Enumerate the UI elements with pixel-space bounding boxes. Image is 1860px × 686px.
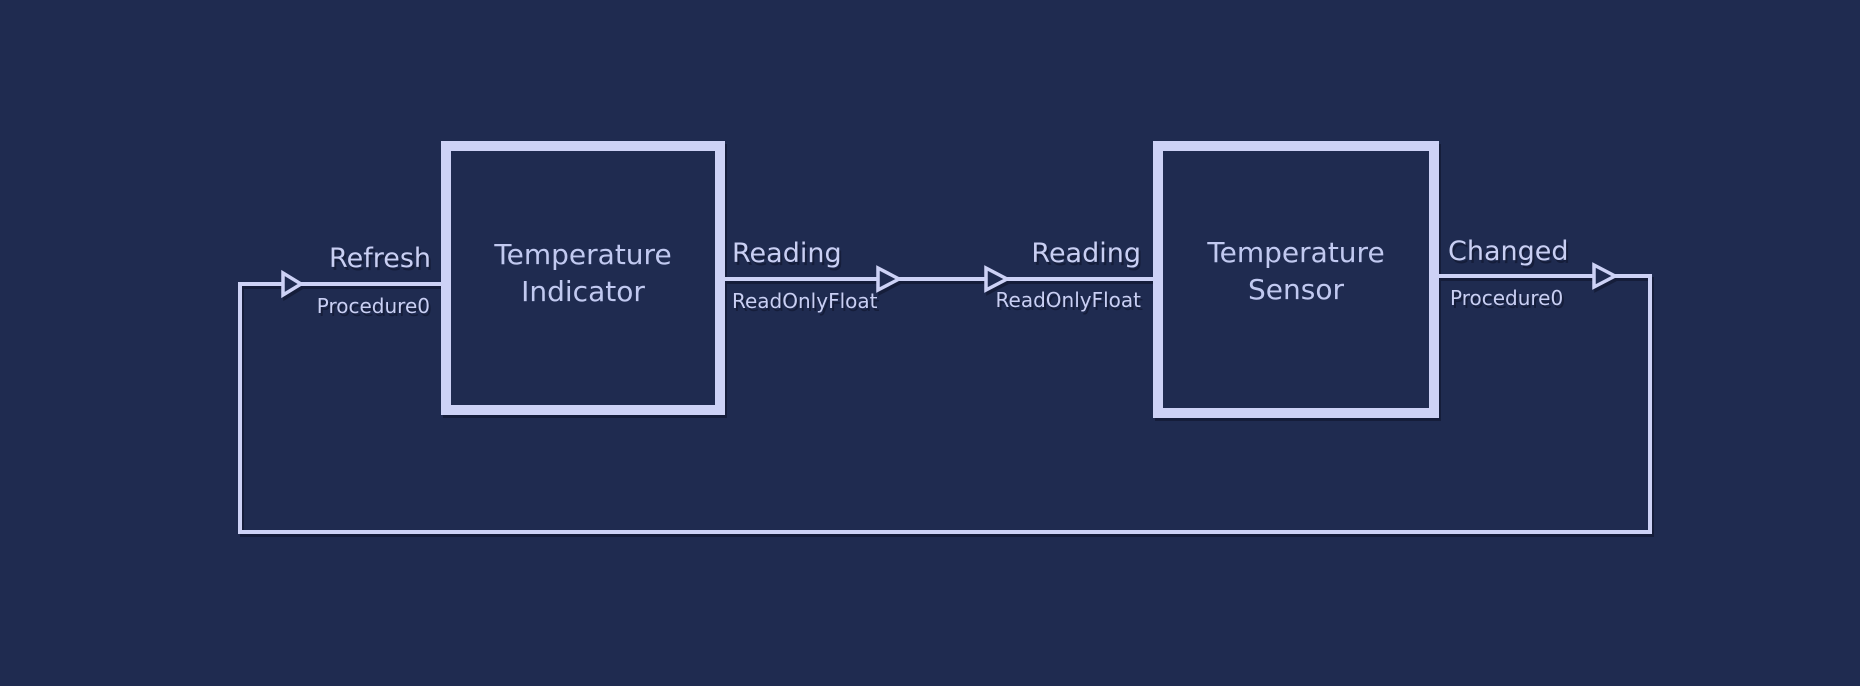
reading-in-arrowhead-icon bbox=[984, 265, 1011, 293]
port-event-label: Reading bbox=[1031, 238, 1141, 269]
port-event-label: Reading bbox=[732, 238, 842, 269]
port-refresh: Refresh Procedure0 bbox=[317, 243, 431, 318]
block-temperature-indicator-group: Temperature Indicator bbox=[441, 141, 725, 415]
refresh-arrowhead-icon bbox=[281, 269, 305, 299]
block-title: Sensor bbox=[1248, 273, 1344, 306]
block-temperature-indicator[interactable] bbox=[441, 141, 725, 415]
port-signature-label: ReadOnlyFloat bbox=[732, 289, 878, 313]
port-event-label: Changed bbox=[1448, 236, 1569, 267]
block-temperature-sensor[interactable] bbox=[1153, 141, 1439, 418]
port-signature-label: ReadOnlyFloat bbox=[996, 288, 1142, 312]
port-signature-label: Procedure0 bbox=[1450, 286, 1563, 310]
port-event-label: Refresh bbox=[329, 243, 431, 274]
port-signature-label: Procedure0 bbox=[317, 294, 430, 318]
block-title: Temperature bbox=[493, 238, 671, 271]
changed-arrowhead-icon bbox=[1592, 262, 1619, 290]
block-title: Indicator bbox=[521, 275, 645, 308]
reading-out-arrowhead-icon bbox=[876, 265, 903, 293]
block-temperature-sensor-group: Temperature Sensor bbox=[1153, 141, 1439, 418]
port-reading-in: Reading ReadOnlyFloat bbox=[996, 238, 1142, 312]
port-reading-out: Reading ReadOnlyFloat bbox=[732, 238, 878, 313]
port-changed: Changed Procedure0 bbox=[1448, 236, 1569, 310]
block-title: Temperature bbox=[1206, 236, 1384, 269]
